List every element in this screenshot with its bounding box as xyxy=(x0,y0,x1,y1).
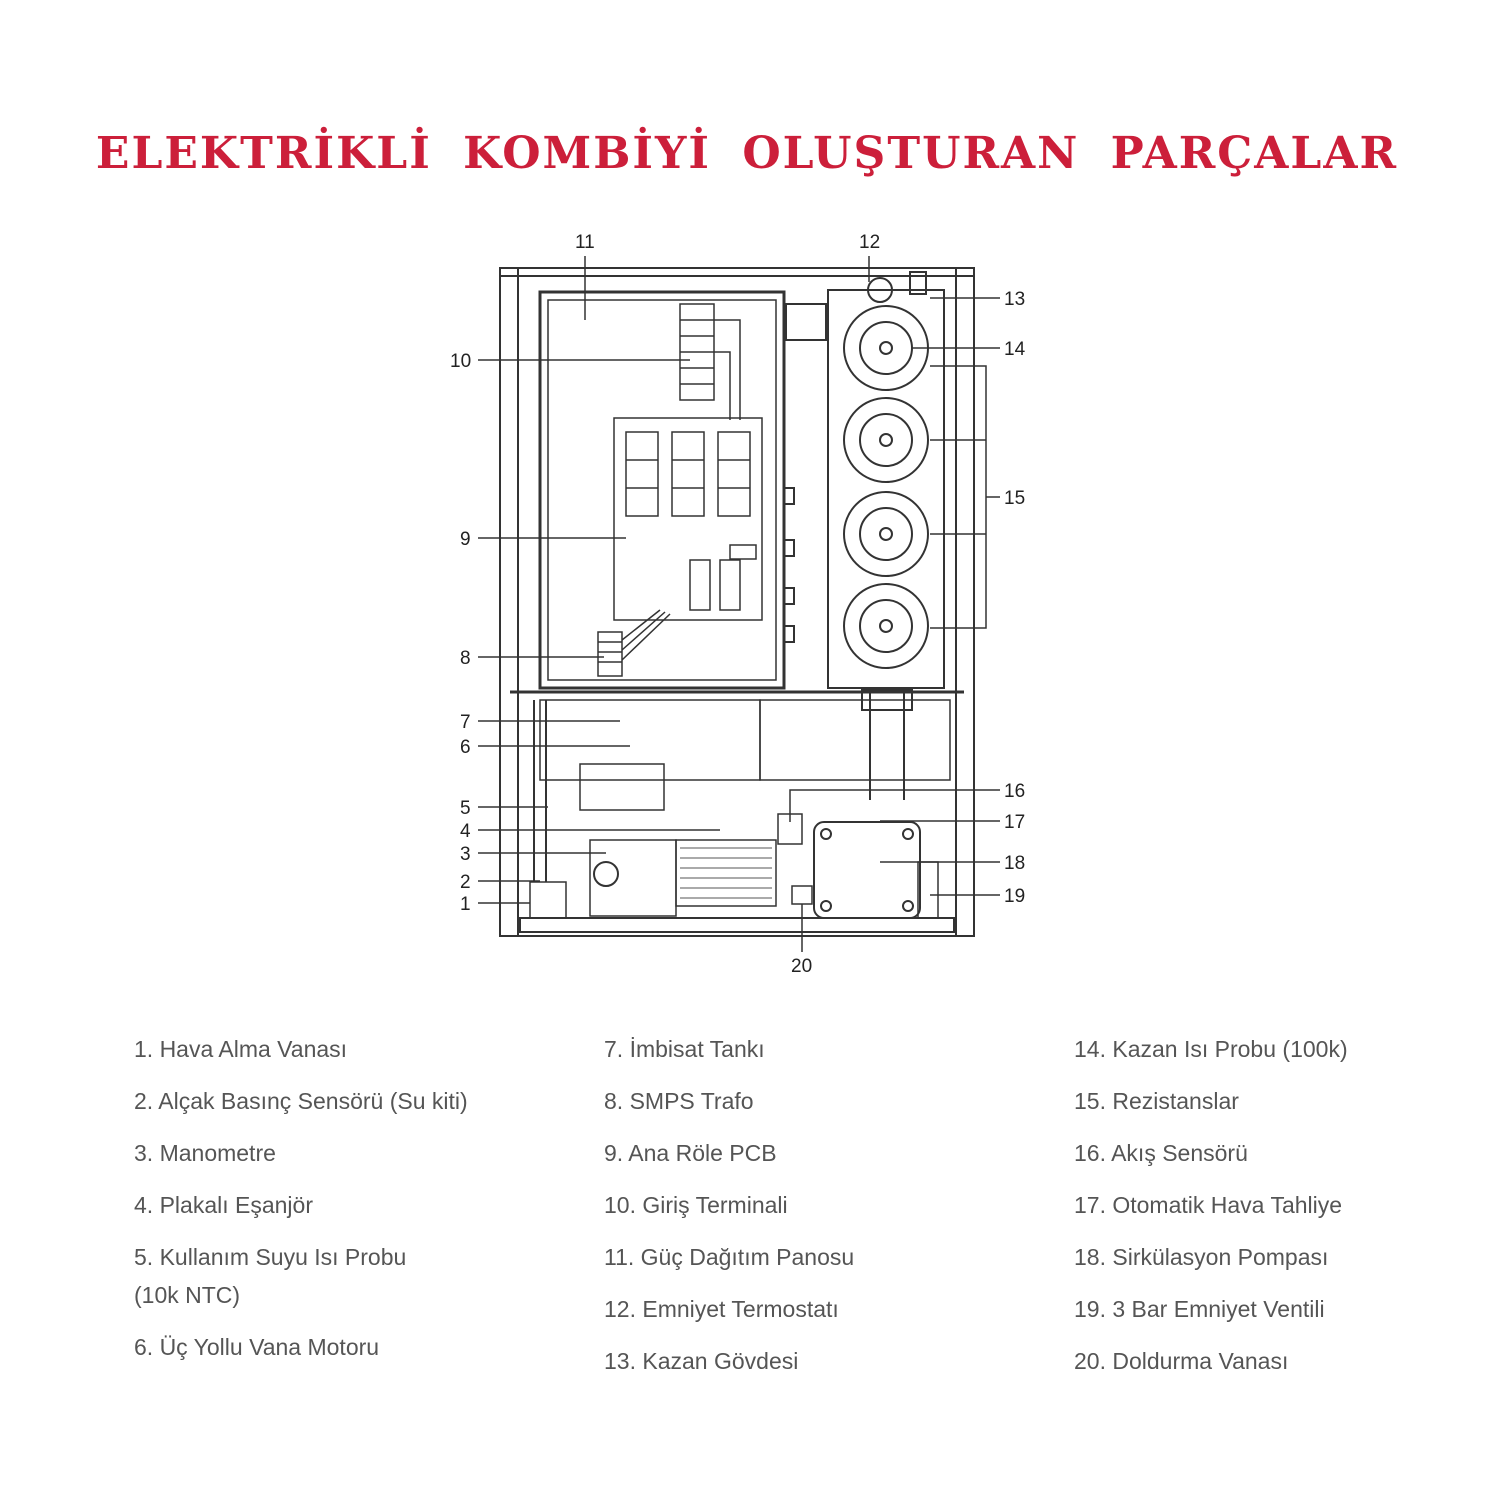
legend-item-1: 1. Hava Alma Vanası xyxy=(134,1036,348,1062)
legend-item-11: 11. Güç Dağıtım Panosu xyxy=(604,1244,855,1270)
callout-8: 8 xyxy=(460,648,471,669)
callout-7: 7 xyxy=(460,712,471,733)
legend-item-6: 6. Üç Yollu Vana Motoru xyxy=(134,1334,380,1360)
callout-16: 16 xyxy=(1004,781,1025,802)
boiler-body xyxy=(827,289,945,689)
legend-item-10: 10. Giriş Terminali xyxy=(604,1192,788,1218)
air-vent-valve xyxy=(529,881,567,919)
pump-pipe xyxy=(869,690,905,800)
legend-item-2: 2. Alçak Basınç Sensörü (Su kiti) xyxy=(134,1088,468,1114)
legend-item-15: 15. Rezistanslar xyxy=(1074,1088,1239,1114)
legend-column-2: 7. İmbisat Tankı 8. SMPS Trafo 9. Ana Rö… xyxy=(604,1030,984,1394)
legend-item-3: 3. Manometre xyxy=(134,1140,276,1166)
legend-item-18: 18. Sirkülasyon Pompası xyxy=(1074,1244,1329,1270)
plate-heat-exchanger xyxy=(675,839,777,907)
legend-item-13: 13. Kazan Gövdesi xyxy=(604,1348,799,1374)
callout-19: 19 xyxy=(1004,886,1025,907)
filling-valve xyxy=(791,885,813,905)
legend-item-14: 14. Kazan Isı Probu (100k) xyxy=(1074,1036,1348,1062)
manometer xyxy=(593,861,619,887)
legend-item-20: 20. Doldurma Vanası xyxy=(1074,1348,1289,1374)
legend-column-3: 14. Kazan Isı Probu (100k) 15. Rezistans… xyxy=(1074,1030,1454,1394)
callout-20: 20 xyxy=(791,956,812,977)
callout-13: 13 xyxy=(1004,289,1025,310)
page-title: ELEKTRİKLİ KOMBİYİ OLUŞTURAN PARÇALAR xyxy=(95,128,1399,179)
heating-elements xyxy=(843,305,929,669)
callout-11: 11 xyxy=(575,232,595,253)
legend-item-7: 7. İmbisat Tankı xyxy=(604,1036,765,1062)
callout-5: 5 xyxy=(460,798,471,819)
callout-12: 12 xyxy=(859,232,880,253)
callout-15: 15 xyxy=(1004,488,1025,509)
relay-pcb xyxy=(613,417,763,621)
callout-1: 1 xyxy=(460,894,471,915)
callout-9: 9 xyxy=(460,529,471,550)
legend-item-9: 9. Ana Röle PCB xyxy=(604,1140,777,1166)
callout-10: 10 xyxy=(450,351,471,372)
legend-item-16: 16. Akış Sensörü xyxy=(1074,1140,1248,1166)
callout-4: 4 xyxy=(460,821,471,842)
callout-14: 14 xyxy=(1004,339,1026,360)
three-way-valve-motor xyxy=(579,763,665,811)
cabinet-frame xyxy=(499,267,975,937)
callout-18: 18 xyxy=(1004,853,1025,874)
legend-item-19: 19. 3 Bar Emniyet Ventili xyxy=(1074,1296,1325,1322)
input-terminal xyxy=(679,303,741,420)
legend-item-17: 17. Otomatik Hava Tahliye xyxy=(1074,1192,1343,1218)
callout-17: 17 xyxy=(1004,812,1025,833)
legend-item-12: 12. Emniyet Termostatı xyxy=(604,1296,839,1322)
power-distribution-panel xyxy=(538,290,786,690)
circulation-pump xyxy=(813,821,921,919)
legend-item-4: 4. Plakalı Eşanjör xyxy=(134,1192,313,1218)
boiler-diagram: 1 2 3 4 5 6 7 8 9 10 11 12 13 14 15 16 1… xyxy=(450,232,1026,977)
callout-6: 6 xyxy=(460,737,471,758)
callout-2: 2 xyxy=(460,872,471,893)
callout-3: 3 xyxy=(460,844,471,865)
safety-thermostat xyxy=(867,277,893,303)
expansion-tank xyxy=(539,699,761,781)
legend-column-1: 1. Hava Alma Vanası 2. Alçak Basınç Sens… xyxy=(134,1030,514,1380)
smps-transformer xyxy=(597,609,671,677)
legend-item-5: 5. Kullanım Suyu Isı Probu (10k NTC) xyxy=(134,1244,407,1308)
legend-item-8: 8. SMPS Trafo xyxy=(604,1088,754,1114)
